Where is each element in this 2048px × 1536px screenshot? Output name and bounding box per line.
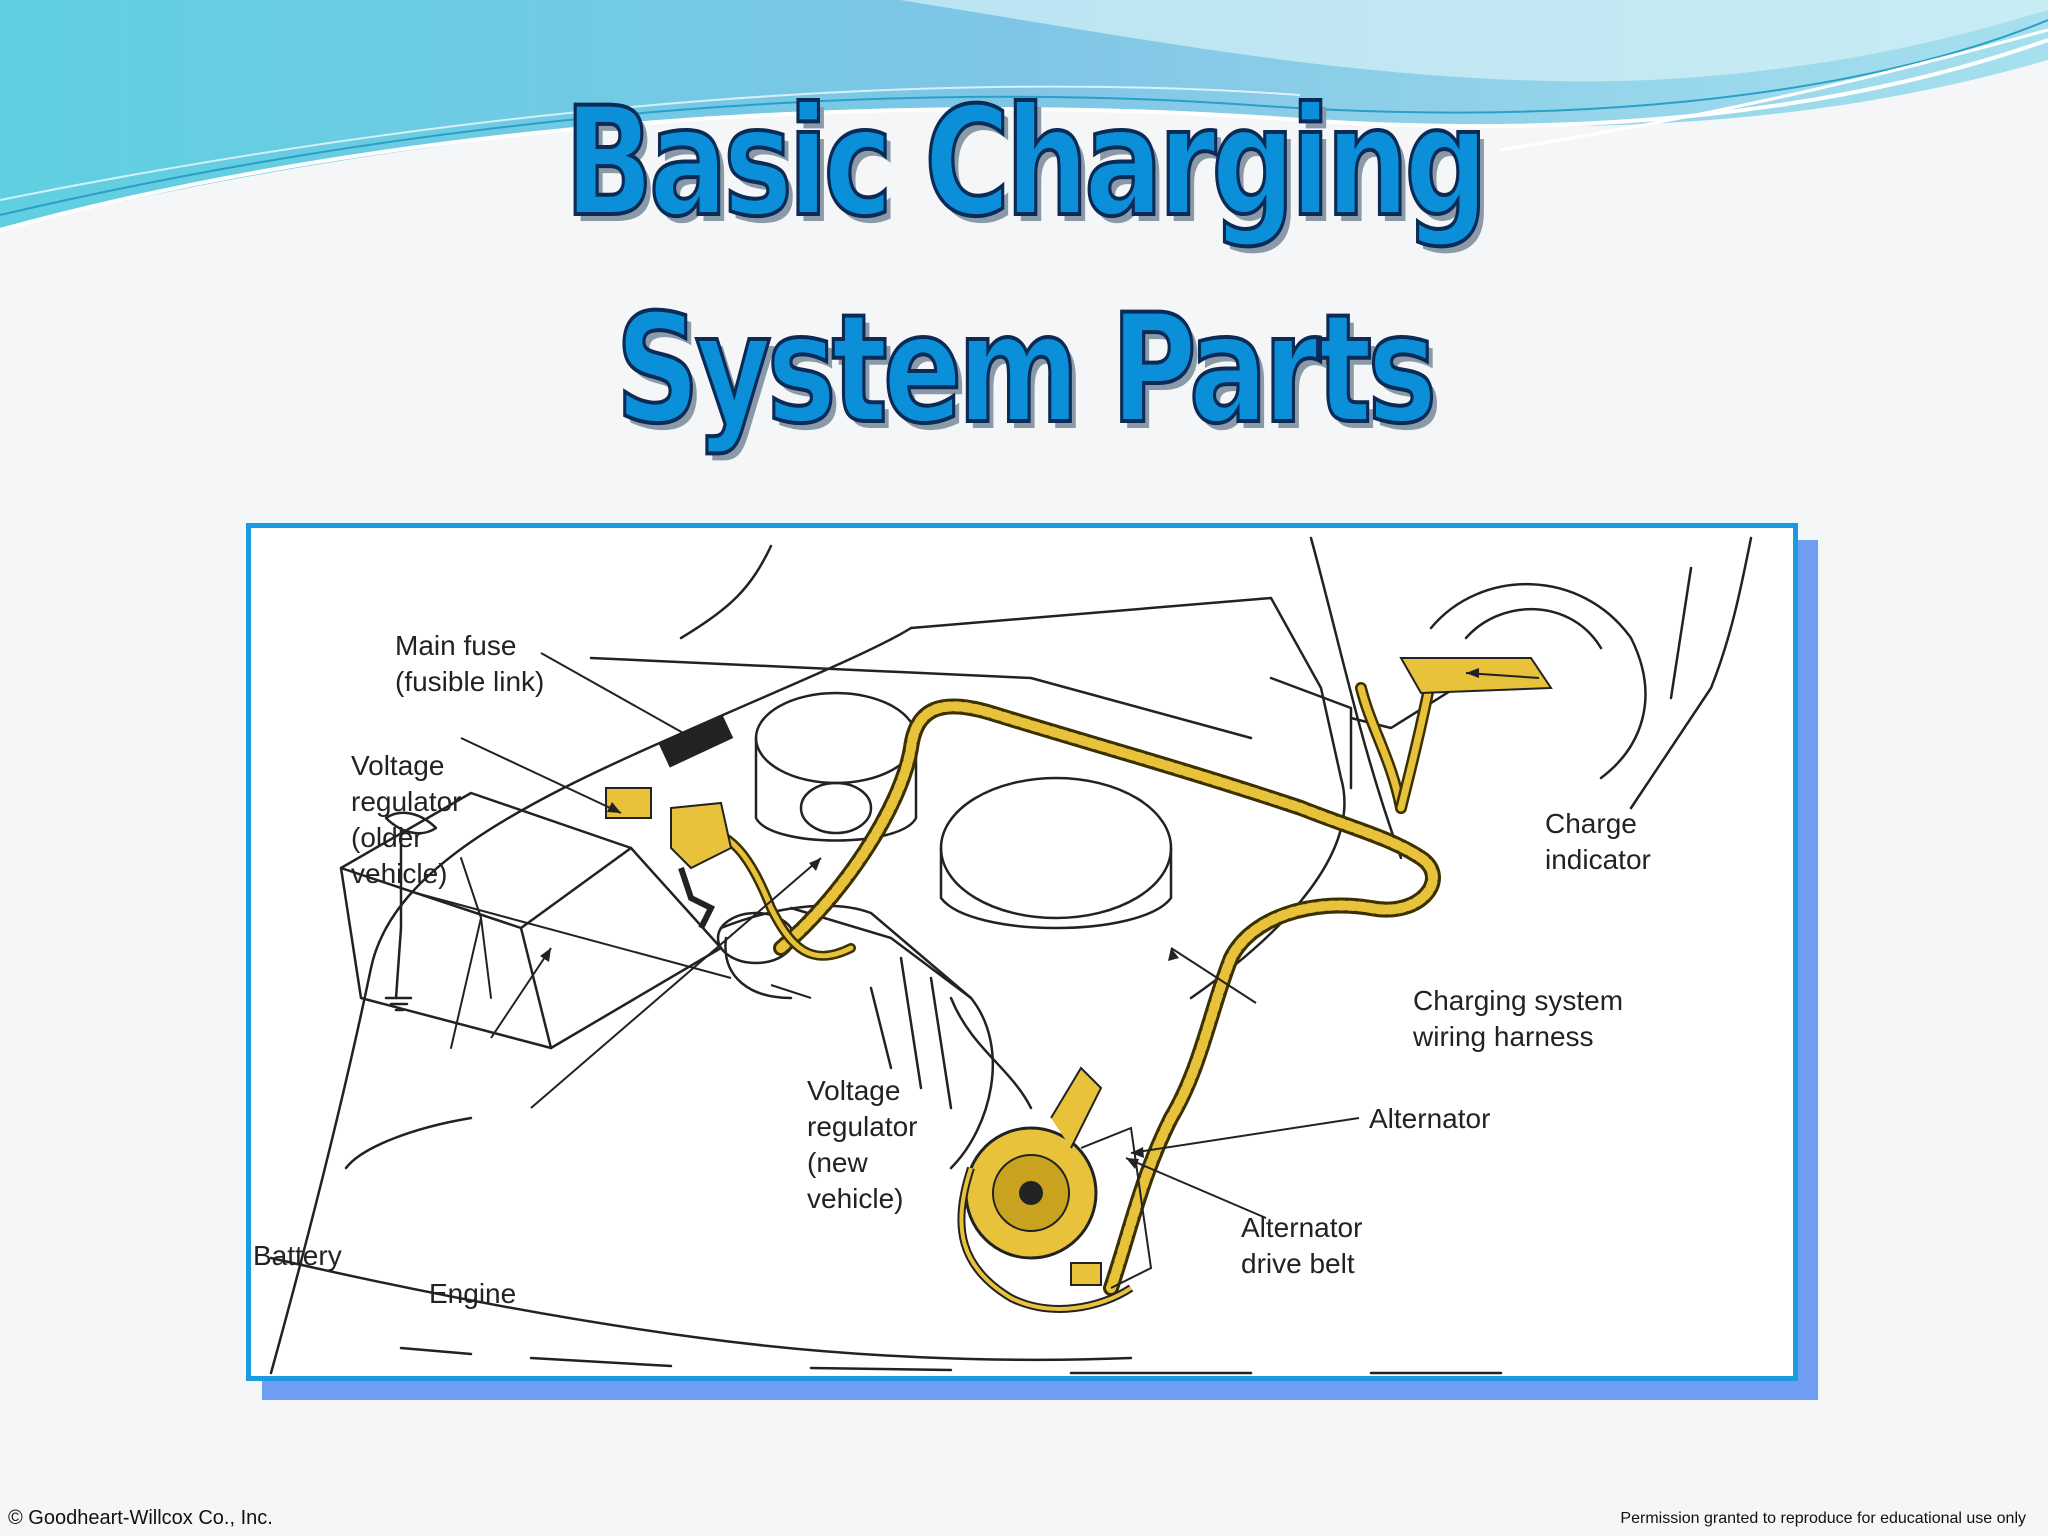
label-main-fuse: Main fuse (fusible link) (395, 630, 545, 697)
diagram-figure: Main fuse (fusible link) Voltage regulat… (246, 523, 1798, 1381)
label-charge-indicator: Charge indicator (1545, 808, 1651, 875)
label-voltage-regulator-older: Voltage regulator (older vehicle) (351, 750, 462, 889)
copyright-footer: © Goodheart-Willcox Co., Inc. (8, 1507, 273, 1529)
label-engine: Engine (429, 1278, 517, 1309)
label-voltage-regulator-new: Voltage regulator (new vehicle) (807, 1075, 918, 1214)
label-battery: Battery (253, 1240, 342, 1271)
label-alternator: Alternator (1369, 1103, 1491, 1134)
engine-bay-illustration (269, 536, 1753, 1375)
label-alternator-drive-belt: Alternator drive belt (1241, 1212, 1363, 1279)
slide-title-line-2: System Parts (614, 283, 1439, 457)
slide-title-line-1: Basic Charging (563, 76, 1490, 250)
permission-footer: Permission granted to reproduce for educ… (1620, 1510, 2026, 1527)
label-wiring-harness: Charging system wiring harness (1413, 985, 1624, 1052)
